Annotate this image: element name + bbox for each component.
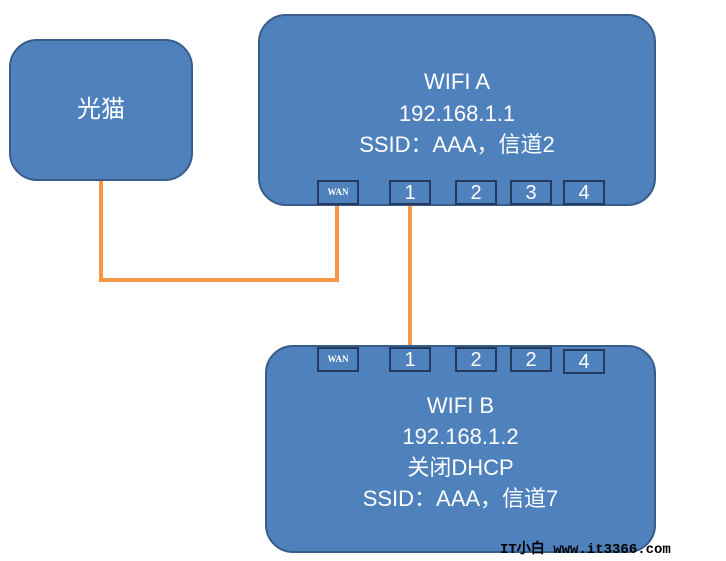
cable-a-to-b xyxy=(408,203,412,348)
router-a-port-4: 4 xyxy=(563,180,605,205)
router-b-title: WIFI B xyxy=(426,393,495,418)
router-b-ssid: SSID：AAA，信道7 xyxy=(362,486,559,511)
cable-modem-horizontal xyxy=(99,278,339,282)
router-a-port-3: 3 xyxy=(510,180,552,205)
watermark-text: IT小白 www.it3366.com xyxy=(500,542,671,558)
router-b-port-4: 4 xyxy=(563,349,605,374)
modem-box: 光猫 xyxy=(9,39,193,181)
cable-modem-vertical xyxy=(99,178,103,282)
cable-wan-vertical xyxy=(335,203,339,282)
router-b-box: WIFI B 192.168.1.2 关闭DHCP SSID：AAA，信道7 xyxy=(265,345,656,553)
router-b-ip: 192.168.1.2 xyxy=(402,424,519,449)
router-b-dhcp: 关闭DHCP xyxy=(407,455,514,480)
router-b-port-3: 2 xyxy=(510,347,552,372)
router-a-box: WIFI A 192.168.1.1 SSID：AAA，信道2 xyxy=(258,14,656,206)
router-a-ip: 192.168.1.1 xyxy=(398,101,516,126)
router-a-ssid: SSID：AAA，信道2 xyxy=(359,132,555,157)
router-b-port-wan: WAN xyxy=(317,347,359,372)
router-a-title: WIFI A xyxy=(424,69,490,94)
router-a-port-wan: WAN xyxy=(317,180,359,205)
router-a-port-1: 1 xyxy=(389,180,431,205)
router-b-port-2: 2 xyxy=(455,347,497,372)
modem-label: 光猫 xyxy=(77,96,125,123)
router-a-port-2: 2 xyxy=(455,180,497,205)
router-b-port-1: 1 xyxy=(389,347,431,372)
